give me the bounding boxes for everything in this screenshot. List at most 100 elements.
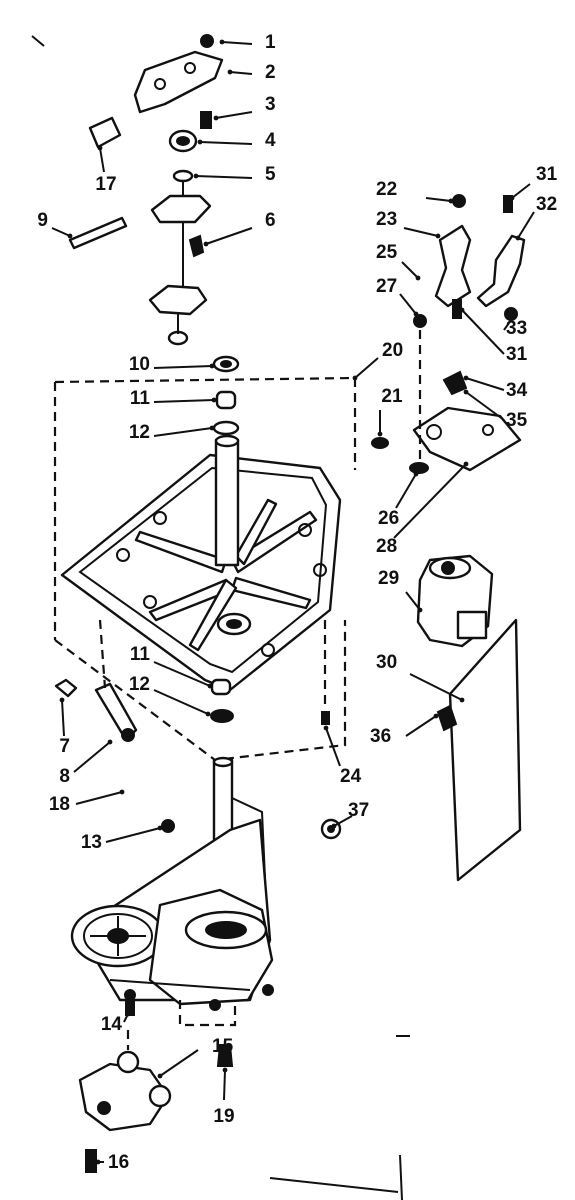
part-20-base-plate xyxy=(60,434,342,692)
part-9-pin xyxy=(68,216,128,250)
callout-label-6: 6 xyxy=(265,210,276,231)
callout-label-37: 37 xyxy=(348,800,369,821)
callout-arrowhead-20 xyxy=(352,375,358,381)
callout-arrowhead-7 xyxy=(59,697,65,703)
callout-arrowhead-31 xyxy=(509,195,515,201)
callout-arrowhead-36 xyxy=(433,713,439,719)
part-26-washer xyxy=(409,462,429,474)
callout-label-14: 14 xyxy=(101,1014,123,1035)
callout-arrowhead-17 xyxy=(97,145,103,151)
callout-leader-1 xyxy=(221,41,253,45)
callout-arrowhead-11 xyxy=(211,397,217,403)
callout-leader-3 xyxy=(215,111,253,119)
callout-label-11: 11 xyxy=(130,644,151,665)
callout-arrowhead-35 xyxy=(463,389,469,395)
transmission-gearcase xyxy=(70,756,274,1011)
part-24-screw xyxy=(321,711,330,725)
callout-leader-30 xyxy=(409,673,463,701)
part-16-screw xyxy=(85,1149,97,1173)
callout-label-34: 34 xyxy=(506,380,528,401)
part-5-shaft xyxy=(148,169,212,346)
callout-label-9: 9 xyxy=(37,210,48,231)
part-31-screw-upper xyxy=(503,195,513,213)
callout-label-7: 7 xyxy=(59,736,70,757)
callout-leader-19 xyxy=(223,1069,226,1101)
callout-leader-7 xyxy=(61,699,65,737)
callout-arrowhead-33 xyxy=(511,313,517,319)
stray-mark xyxy=(31,35,45,47)
callout-label-12: 12 xyxy=(129,422,150,443)
callout-leader-24 xyxy=(325,727,341,767)
callout-arrowhead-3 xyxy=(213,115,219,121)
part-22-nut xyxy=(452,194,466,208)
drive-tube xyxy=(214,438,240,567)
part-23-bracket xyxy=(434,224,472,308)
callout-label-11: 11 xyxy=(130,388,151,409)
part-19-screw xyxy=(216,1044,234,1067)
callout-leader-35 xyxy=(465,391,505,421)
callout-arrowhead-31 xyxy=(459,307,465,313)
callout-leader-13 xyxy=(105,827,161,843)
part-15-pump xyxy=(78,1030,172,1132)
callout-arrowhead-5 xyxy=(193,173,199,179)
callout-label-24: 24 xyxy=(340,766,362,787)
callout-label-3: 3 xyxy=(265,94,276,115)
callout-arrowhead-32 xyxy=(515,235,521,241)
callout-arrowhead-9 xyxy=(67,233,73,239)
part-12-lower-seal xyxy=(210,709,234,723)
callout-arrowhead-19 xyxy=(222,1067,228,1073)
part-11-lower-bearing xyxy=(210,678,232,696)
callout-arrowhead-25 xyxy=(415,275,421,281)
part-36-screw xyxy=(436,704,458,732)
callout-label-20: 20 xyxy=(382,340,403,361)
callout-arrowhead-13 xyxy=(157,825,163,831)
callout-leader-12 xyxy=(153,689,209,715)
callout-arrowhead-24 xyxy=(323,725,329,731)
callout-leader-34 xyxy=(465,377,505,391)
callout-label-33: 33 xyxy=(506,318,527,339)
callout-leader-18 xyxy=(75,791,123,805)
callout-arrowhead-30 xyxy=(459,697,465,703)
callout-leader-9 xyxy=(51,227,71,237)
callout-leader-26 xyxy=(395,473,417,509)
callout-leader-12 xyxy=(153,427,213,437)
callout-leader-5 xyxy=(195,175,253,179)
callout-leader-11 xyxy=(153,661,211,687)
callout-leader-17 xyxy=(99,147,105,173)
callout-arrowhead-26 xyxy=(413,471,419,477)
callout-label-31: 31 xyxy=(506,344,528,365)
part-30-shield xyxy=(448,618,522,882)
callout-arrowhead-27 xyxy=(413,311,419,317)
callout-label-17: 17 xyxy=(95,174,116,195)
callout-label-16: 16 xyxy=(108,1152,129,1173)
callout-arrowhead-8 xyxy=(107,739,113,745)
callout-label-18: 18 xyxy=(49,794,70,815)
part-21-washer xyxy=(371,437,389,449)
part-11-bearing xyxy=(215,390,237,410)
callout-leader-22 xyxy=(425,197,452,202)
spider-agitator-hub xyxy=(134,498,318,652)
right-linkage-group xyxy=(409,194,526,474)
part-28-switch-bracket xyxy=(412,406,522,472)
callout-leader-32 xyxy=(517,211,535,239)
callout-leader-23 xyxy=(403,227,439,237)
part-12-seal xyxy=(212,420,240,436)
part-6-screw xyxy=(188,234,205,258)
part-1-nut xyxy=(200,34,214,48)
callout-label-35: 35 xyxy=(506,410,528,431)
part-31-screw-lower xyxy=(452,299,462,319)
callout-arrowhead-12 xyxy=(209,425,215,431)
callout-leader-8 xyxy=(73,741,111,773)
callout-arrowhead-16 xyxy=(95,1159,101,1165)
callout-label-19: 19 xyxy=(213,1106,234,1127)
callout-arrowhead-34 xyxy=(463,375,469,381)
callout-arrowhead-4 xyxy=(197,139,203,145)
top-shaft-assembly xyxy=(68,34,224,346)
callout-leader-33 xyxy=(503,315,515,331)
callout-arrowhead-37 xyxy=(331,823,337,829)
callout-label-28: 28 xyxy=(376,536,397,557)
callout-label-30: 30 xyxy=(376,652,397,673)
callout-label-32: 32 xyxy=(536,194,557,215)
callout-leader-2 xyxy=(229,71,253,75)
